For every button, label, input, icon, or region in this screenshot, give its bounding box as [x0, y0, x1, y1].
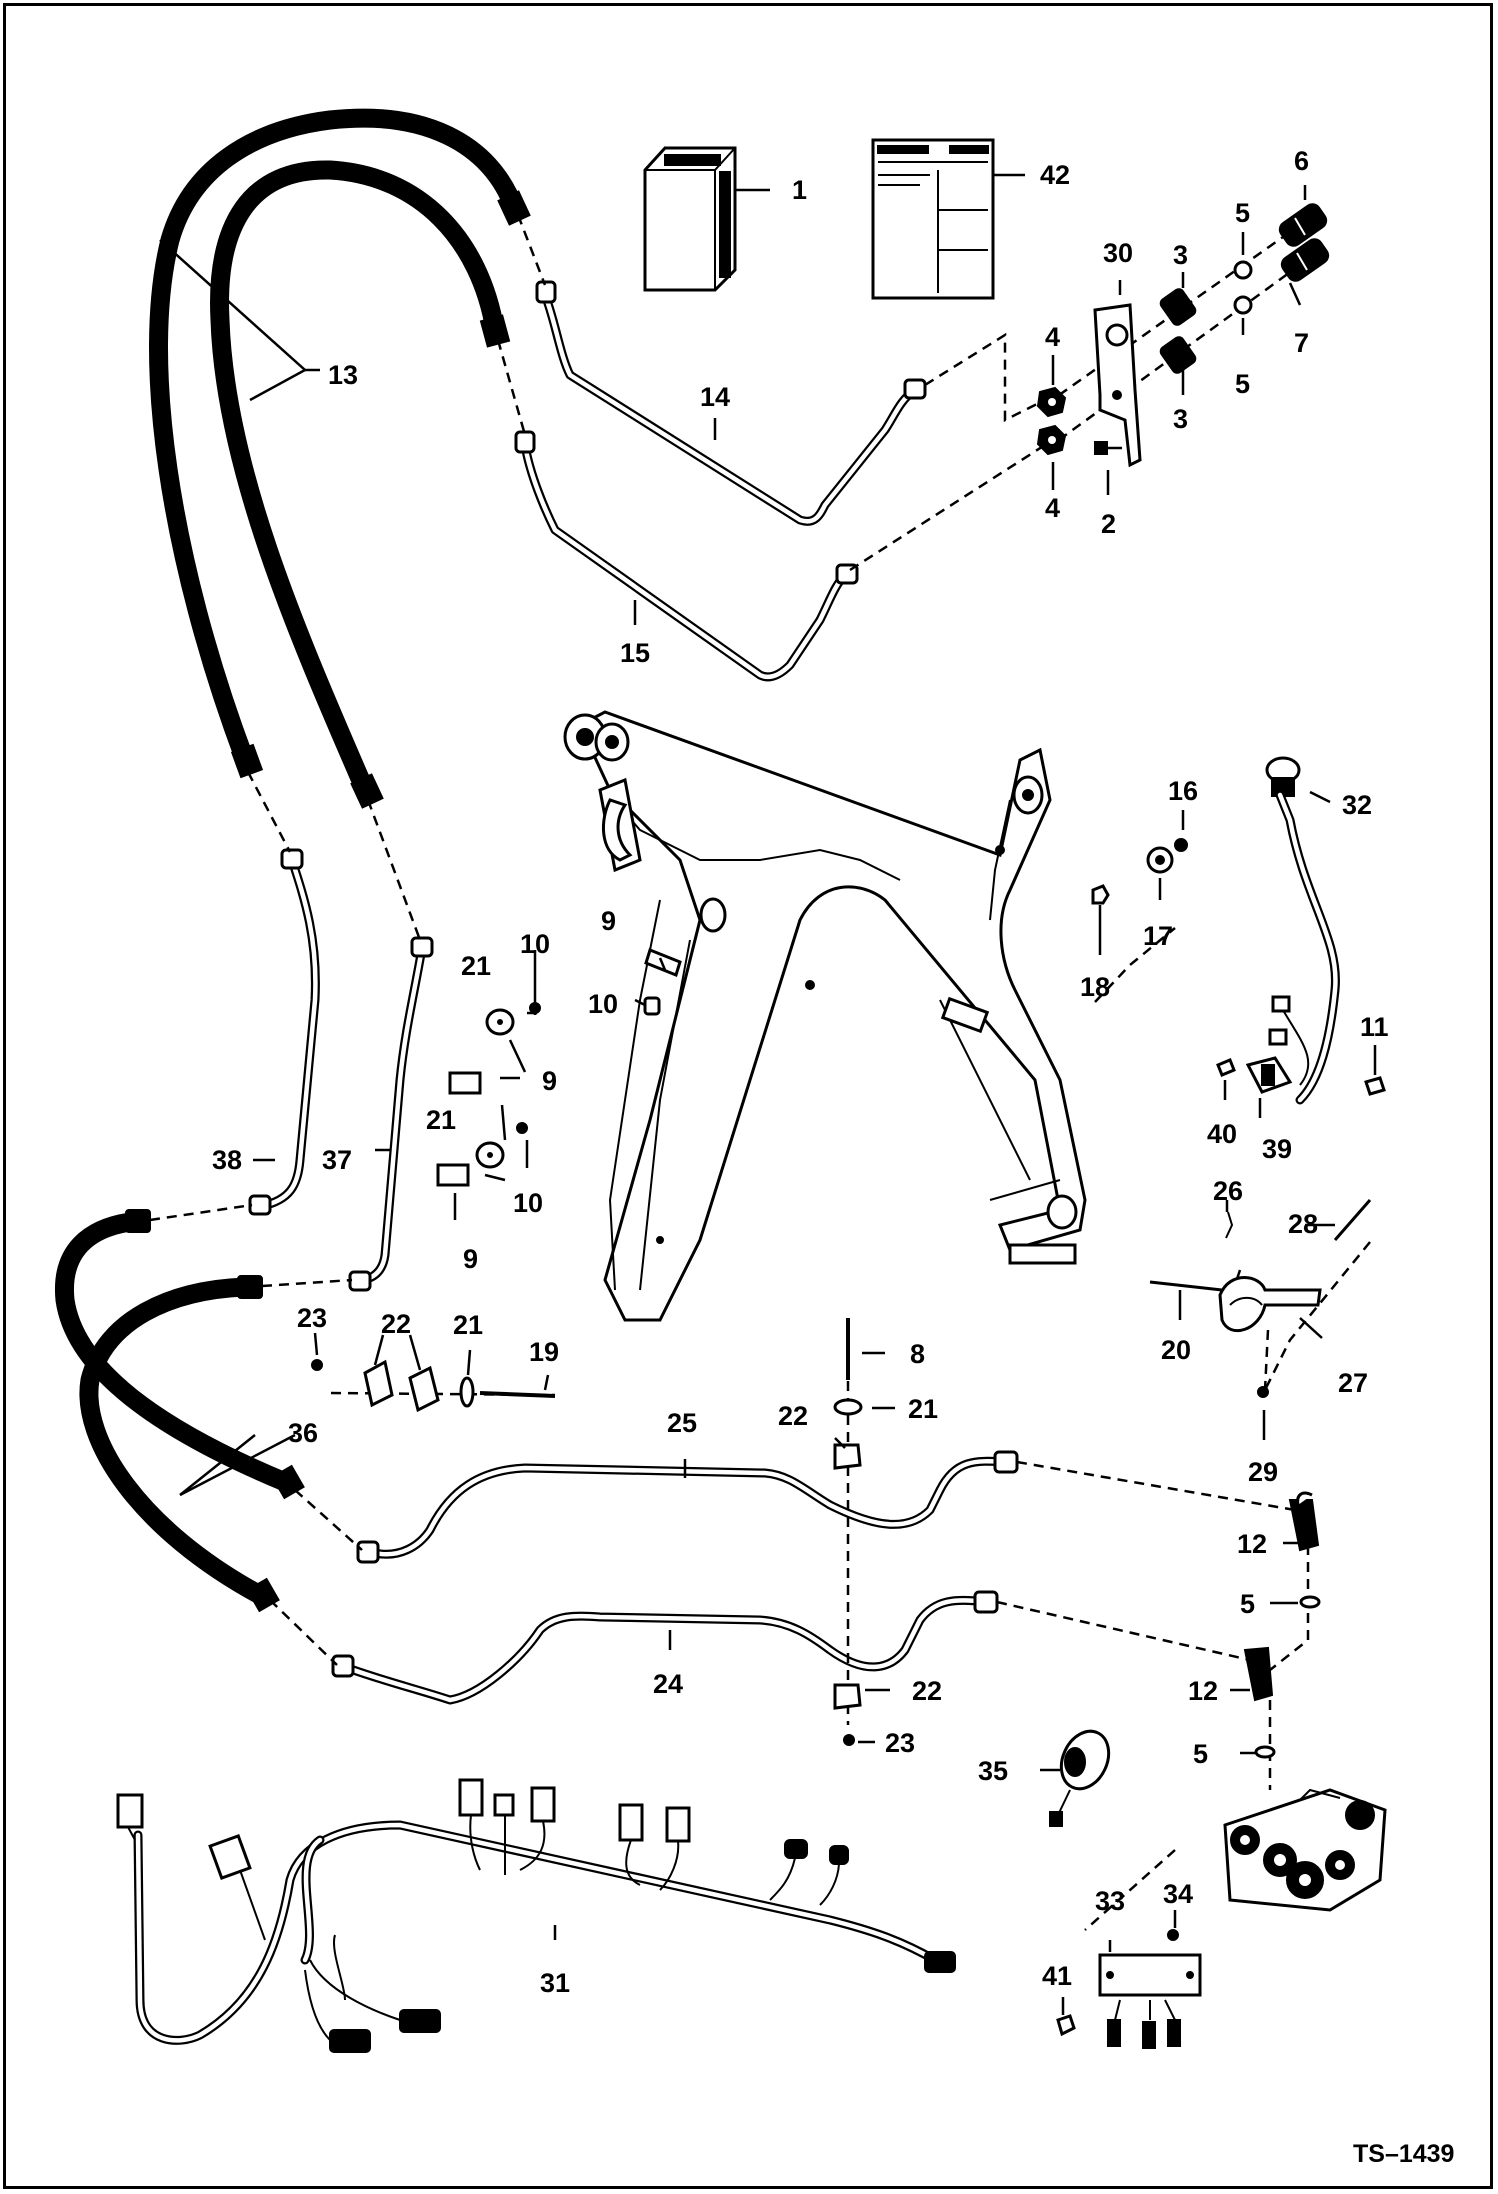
- part-3-fittings: [1159, 288, 1197, 374]
- hose-pair-lower: [54, 1209, 305, 1613]
- callout-6: 6: [1294, 146, 1309, 176]
- callout-10: 10: [588, 989, 618, 1019]
- callout-7: 7: [1294, 328, 1309, 358]
- callout-15: 15: [620, 638, 650, 668]
- callout-21: 21: [426, 1105, 456, 1135]
- callout-21: 21: [908, 1394, 938, 1424]
- callout-22: 22: [381, 1309, 411, 1339]
- callout-38: 38: [212, 1145, 242, 1175]
- part-33-panel: [1098, 1953, 1202, 2049]
- callout-37: 37: [322, 1145, 352, 1175]
- callout-4: 4: [1045, 322, 1060, 352]
- callout-labels: 1 42 6 5 30 3 13 4 7 5 14 3 4 2 15 16 32…: [212, 146, 1454, 2168]
- callout-4: 4: [1045, 493, 1060, 523]
- part-9-clips: [436, 948, 682, 1187]
- callout-23: 23: [297, 1303, 327, 1333]
- callout-17: 17: [1143, 921, 1173, 951]
- callout-35: 35: [978, 1756, 1008, 1786]
- callout-22: 22: [778, 1401, 808, 1431]
- callout-5: 5: [1193, 1739, 1208, 1769]
- callout-5: 5: [1235, 369, 1250, 399]
- part-39-connector: [1245, 995, 1310, 1094]
- callout-10: 10: [520, 929, 550, 959]
- leader-lines: [159, 173, 1377, 2015]
- callout-20: 20: [1161, 1335, 1191, 1365]
- callout-36: 36: [288, 1418, 318, 1448]
- lift-arm-frame: [563, 710, 1087, 1322]
- part-22-clamps: [363, 1359, 862, 1710]
- callout-21: 21: [453, 1310, 483, 1340]
- part-1-box: [643, 146, 737, 292]
- callout-22: 22: [912, 1676, 942, 1706]
- part-2-bolt: [1094, 441, 1122, 455]
- callout-33: 33: [1095, 1886, 1125, 1916]
- callout-10: 10: [513, 1188, 543, 1218]
- callout-42: 42: [1040, 160, 1070, 190]
- control-valve: [1223, 1788, 1387, 1912]
- callout-3: 3: [1173, 240, 1188, 270]
- callout-19: 19: [529, 1337, 559, 1367]
- part-4-nuts: [1036, 386, 1067, 456]
- tube-lines: [248, 280, 1019, 1705]
- part-6-7-couplers: [1278, 203, 1330, 282]
- callout-13: 13: [328, 360, 358, 390]
- callout-18: 18: [1080, 972, 1110, 1002]
- parts-group: [116, 138, 1387, 2053]
- callout-12: 12: [1237, 1529, 1267, 1559]
- callout-31: 31: [540, 1968, 570, 1998]
- part-21-washers: [459, 1008, 863, 1416]
- callout-14: 14: [700, 382, 730, 412]
- callout-5: 5: [1235, 198, 1250, 228]
- callout-26: 26: [1213, 1176, 1243, 1206]
- part-12-elbows: [1243, 1491, 1320, 1702]
- callout-3: 3: [1173, 404, 1188, 434]
- callout-40: 40: [1207, 1119, 1237, 1149]
- part-32-switch: [1265, 756, 1340, 1105]
- callout-5: 5: [1240, 1589, 1255, 1619]
- part-42-sheet: [871, 138, 995, 300]
- part-27-clamp: [1149, 1199, 1372, 1398]
- callout-9: 9: [542, 1066, 557, 1096]
- callout-16: 16: [1168, 776, 1198, 806]
- callout-29: 29: [1248, 1457, 1278, 1487]
- callout-23: 23: [885, 1728, 915, 1758]
- callout-25: 25: [667, 1408, 697, 1438]
- callout-9: 9: [463, 1244, 478, 1274]
- callout-28: 28: [1288, 1209, 1318, 1239]
- part-31-harness: [116, 1778, 956, 2053]
- callout-24: 24: [653, 1669, 683, 1699]
- callout-34: 34: [1163, 1879, 1193, 1909]
- callout-30: 30: [1103, 238, 1133, 268]
- hose-pair-upper: [149, 108, 531, 809]
- callout-27: 27: [1338, 1368, 1368, 1398]
- callout-11: 11: [1360, 1012, 1389, 1042]
- callout-8: 8: [910, 1339, 925, 1369]
- callout-39: 39: [1262, 1134, 1292, 1164]
- part-30-bracket: [1093, 303, 1142, 468]
- callout-41: 41: [1042, 1961, 1072, 1991]
- callout-12: 12: [1188, 1676, 1218, 1706]
- figure-id: TS–1439: [1353, 2140, 1454, 2168]
- part-35-coil: [1049, 1729, 1111, 1827]
- callout-32: 32: [1342, 790, 1372, 820]
- callout-21: 21: [461, 951, 491, 981]
- callout-9: 9: [601, 906, 616, 936]
- callout-2: 2: [1101, 509, 1116, 539]
- callout-1: 1: [792, 175, 807, 205]
